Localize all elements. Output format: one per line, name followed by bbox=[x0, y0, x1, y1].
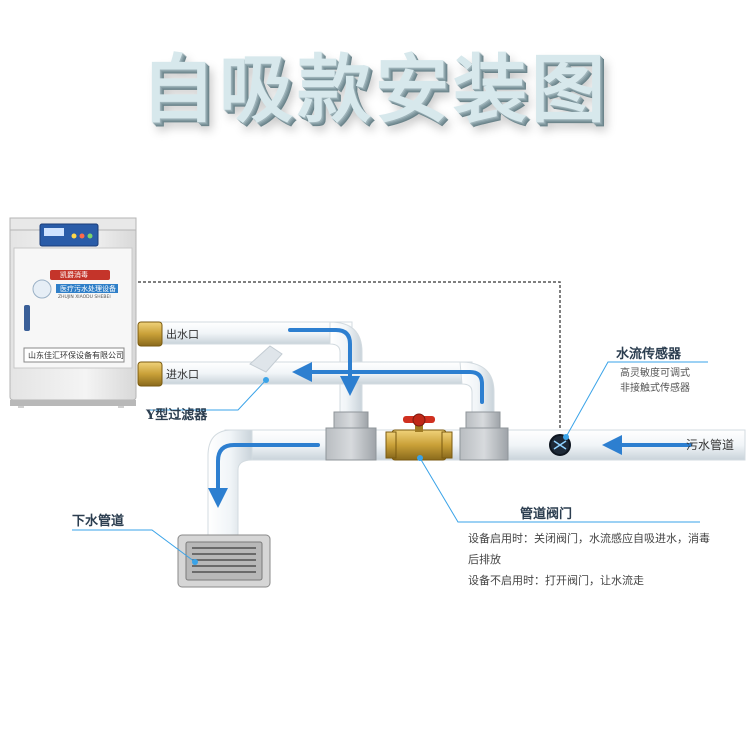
valve-desc-enabled: 设备启用时：关闭阀门，水流感应自吸进水，消毒后排放 bbox=[468, 532, 710, 566]
dot-sensor bbox=[563, 434, 569, 440]
flow-outlet bbox=[288, 328, 360, 396]
valve-end-right bbox=[441, 431, 453, 459]
y-filter-body bbox=[249, 345, 283, 373]
label-inlet: 进水口 bbox=[166, 368, 199, 381]
flow-arrows bbox=[208, 328, 692, 508]
dot-y-filter bbox=[263, 377, 269, 383]
cabinet-logo bbox=[32, 279, 52, 299]
valve-end-left bbox=[385, 431, 397, 459]
label-sewage-pipe: 污水管道 bbox=[686, 438, 735, 452]
dot-drain bbox=[192, 559, 198, 565]
label-sensor: 水流传感器 bbox=[616, 347, 682, 362]
label-sensor-sub: 高灵敏度可调式 bbox=[620, 368, 690, 379]
cabinet-product: 医疗污水处理设备 bbox=[60, 285, 116, 293]
callout-dots bbox=[192, 377, 569, 565]
leader-drain bbox=[72, 529, 196, 563]
brand-badge-bg bbox=[50, 270, 110, 280]
callout-lines bbox=[72, 361, 708, 563]
label-sensor-sub-2: 非接触式传感器 bbox=[620, 383, 690, 394]
cabinet-company: 山东佳汇环保设备有限公司 bbox=[28, 351, 124, 360]
valve-handle-cap bbox=[412, 413, 426, 427]
product-strip bbox=[56, 284, 118, 293]
flow-drain bbox=[208, 443, 320, 508]
equipment-cabinet bbox=[9, 217, 137, 408]
inlet-fitting bbox=[137, 361, 163, 387]
label-y-filter: Y型过滤器 bbox=[146, 408, 208, 423]
drain-slots bbox=[192, 547, 256, 573]
label-outlet: 出水口 bbox=[166, 328, 199, 341]
outlet-tee-body bbox=[325, 427, 377, 461]
leader-sensor bbox=[565, 361, 708, 438]
valve-desc-disabled: 设备不启用时：打开阀门，让水流走 bbox=[468, 574, 644, 587]
sensor-glyph bbox=[553, 440, 567, 450]
cabinet-subtext: ZHUJIN XIAODU SHEBEI bbox=[58, 295, 111, 300]
leader-valve bbox=[419, 457, 700, 523]
inlet-tee-body bbox=[459, 427, 509, 461]
sensor-wire bbox=[138, 281, 561, 440]
door-handle bbox=[24, 305, 30, 331]
dot-valve bbox=[417, 455, 423, 461]
label-drain: 下水管道 bbox=[72, 514, 125, 529]
label-valve: 管道阀门 bbox=[520, 507, 573, 522]
flow-inlet bbox=[292, 362, 484, 404]
cabinet-brand: 凯爵消毒 bbox=[60, 271, 88, 279]
outlet-fitting bbox=[137, 321, 163, 347]
company-plate bbox=[23, 347, 125, 363]
leader-y-filter bbox=[148, 379, 267, 411]
diagram-title: 自吸款安装图 bbox=[141, 47, 609, 133]
